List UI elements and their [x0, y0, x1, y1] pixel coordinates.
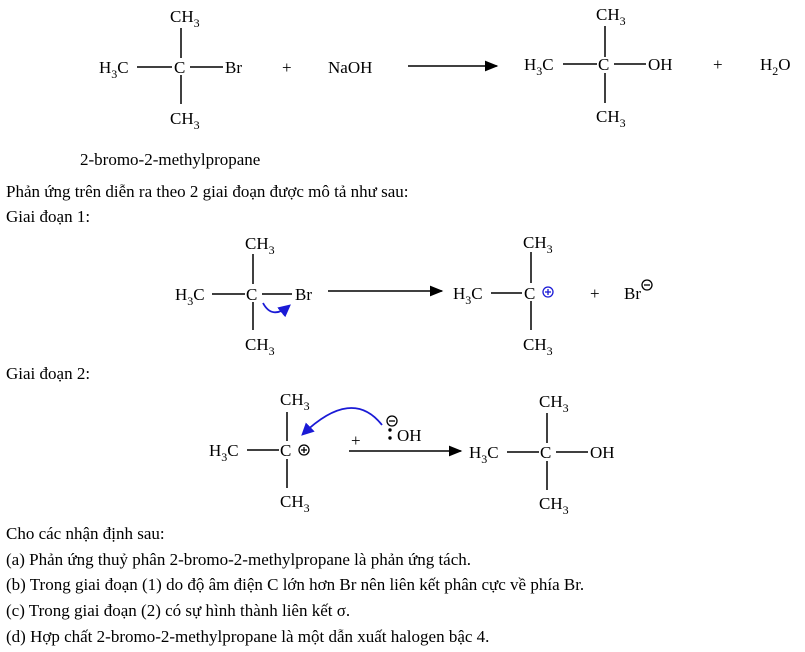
main-product-left: H3​C [524, 55, 554, 78]
stage2-left-left: H3​C [209, 441, 239, 464]
stage1-left-left: H3​C [175, 285, 205, 308]
stage2-left-top: CH3​ [280, 390, 310, 413]
stage2-right-left: H3​C [469, 443, 499, 466]
stage2-plus: + [351, 431, 361, 450]
stage1-left-center: C [246, 285, 257, 304]
stage1-right-left: H3​C [453, 284, 483, 307]
stage2-right-center: C [540, 443, 551, 462]
stage2-left-bottom: CH3​ [280, 492, 310, 515]
stage2-nucleophile: OH [397, 426, 422, 445]
stage1-right-top: CH3​ [523, 233, 553, 256]
stage2-carbocation: CH3​ H3​C C CH3​ [209, 390, 310, 515]
stage1-reactant: CH3​ H3​C C Br CH3​ [175, 234, 312, 358]
positive-charge-icon [542, 286, 554, 298]
statement-c: (c) Trong giai đoạn (2) có sự hình thành… [6, 601, 351, 620]
reactant-name: 2-bromo-2-methylpropane [80, 150, 261, 169]
stage1-plus: + [590, 284, 600, 303]
main-reactant-top: CH3​ [170, 7, 200, 30]
main-plus-2: + [713, 55, 723, 74]
main-product: CH3​ H3​C C OH CH3​ [524, 5, 673, 130]
stage1-left-bottom: CH3​ [245, 335, 275, 358]
stage1-curved-arrow [262, 302, 291, 318]
stage1-carbocation: CH3​ H3​C C CH3​ [453, 233, 554, 358]
stage2-right-right: OH [590, 443, 615, 462]
statements-intro: Cho các nhận định sau: [6, 524, 165, 543]
lone-pair-icon [388, 428, 392, 440]
stage1-anion: Br [624, 284, 641, 303]
stage1-label: Giai đoạn 1: [6, 207, 91, 226]
main-product-bottom: CH3​ [596, 107, 626, 130]
main-product-right: OH [648, 55, 673, 74]
main-product-center: C [598, 55, 609, 74]
positive-charge-icon [298, 444, 310, 456]
main-byproduct: H2​O [760, 55, 791, 78]
stage2-curved-arrow [301, 407, 383, 436]
main-reactant-right: Br [225, 58, 242, 77]
main-product-top: CH3​ [596, 5, 626, 28]
main-plus-1: + [282, 58, 292, 77]
stage2-right-top: CH3​ [539, 392, 569, 415]
stage2-product: CH3​ H3​C C OH CH3​ [469, 392, 615, 517]
statement-a: (a) Phản ứng thuỷ phân 2-bromo-2-methylp… [6, 550, 472, 569]
main-reagent: NaOH [328, 58, 372, 77]
stage1-right-center: C [524, 284, 535, 303]
stage2-left-center: C [280, 441, 291, 460]
negative-charge-icon [386, 415, 398, 427]
stage1-left-top: CH3​ [245, 234, 275, 257]
main-reactant-center: C [174, 58, 185, 77]
main-reactant-bottom: CH3​ [170, 109, 200, 132]
statement-b: (b) Trong giai đoạn (1) do độ âm điện C … [6, 575, 585, 594]
intro-text: Phản ứng trên diễn ra theo 2 giai đoạn đ… [6, 182, 409, 201]
stage2-right-bottom: CH3​ [539, 494, 569, 517]
main-reactant-left: H3​C [99, 58, 129, 81]
negative-charge-icon [641, 279, 653, 291]
main-reactant: CH3​ H3​C C Br CH3​ [99, 7, 242, 132]
statement-d: (d) Hợp chất 2-bromo-2-methylpropane là … [6, 627, 490, 646]
stage1-right-bottom: CH3​ [523, 335, 553, 358]
stage1-left-right: Br [295, 285, 312, 304]
stage2-label: Giai đoạn 2: [6, 364, 91, 383]
